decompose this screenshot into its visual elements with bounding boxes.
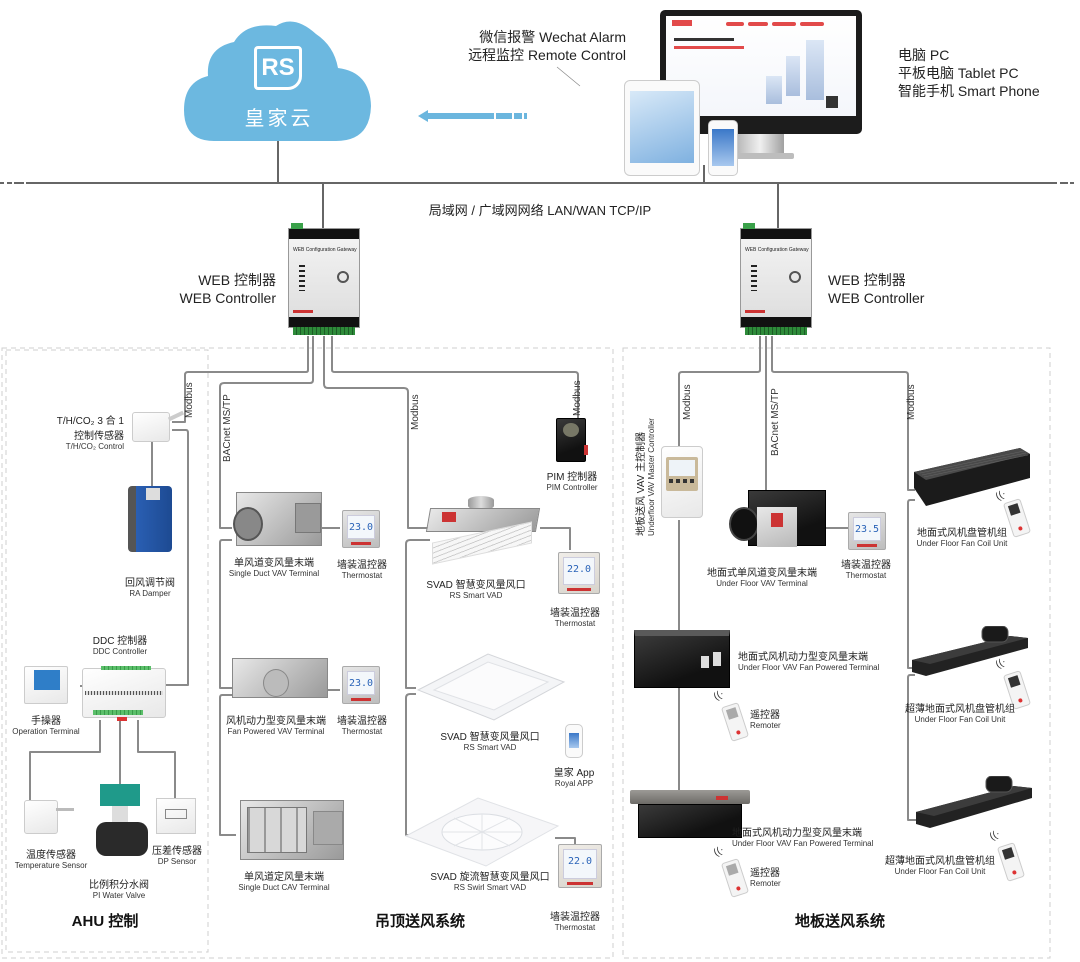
wifi-icon: ((·	[711, 688, 727, 703]
fan-powered-vav-label: 风机动力型变风量末端 Fan Powered VAV Terminal	[226, 716, 326, 736]
pi-water-valve	[96, 784, 148, 860]
ultra-thin-fcu-1-label: 超薄地面式风机盘管机组 Under Floor Fan Coil Unit	[905, 704, 1015, 724]
web-controller-right-label: WEB 控制器 WEB Controller	[828, 272, 925, 306]
ceiling-section-title: 吊顶送风系统	[374, 913, 465, 930]
pc-stand	[736, 134, 784, 154]
cloud-label: 皇家云	[244, 108, 314, 130]
cloud-shape	[184, 21, 371, 141]
remote-label: 微信报警 Wechat Alarm 远程监控 Remote Control	[468, 29, 626, 63]
protocol-modbus-ahu: Modbus	[184, 382, 195, 418]
underfloor-vav-terminal-label: 地面式单风道变风量末端 Under Floor VAV Terminal	[707, 568, 817, 588]
protocol-modbus-floor-left: Modbus	[682, 384, 693, 420]
network-label: 局域网 / 广域网网络 LAN/WAN TCP/IP	[428, 203, 652, 218]
underfloor-fan-powered-terminal-1	[634, 630, 730, 688]
sensor-probe	[167, 410, 185, 422]
tablet	[624, 80, 700, 176]
fan-powered-vav	[232, 658, 328, 698]
temperature-sensor-label: 温度传感器 Temperature Sensor	[14, 850, 88, 870]
underfloor-fcu-label: 地面式风机盘管机组 Under Floor Fan Coil Unit	[916, 528, 1008, 548]
svad-swirl-vad	[404, 796, 560, 868]
royal-app-label: 皇家 App Royal APP	[553, 768, 595, 788]
floor-section-title: 地板送风系统	[794, 913, 885, 930]
thermostat-4: 22.0	[558, 844, 602, 888]
wifi-icon: ((·	[711, 844, 727, 859]
dp-sensor-label: 压差传感器 DP Sensor	[152, 846, 202, 866]
remoter-2	[720, 858, 750, 898]
remoter-1	[720, 702, 750, 742]
ultra-thin-fcu-2	[914, 775, 1034, 836]
thermostat-2-label: 墙装温控器 Thermostat	[337, 716, 387, 736]
protocol-modbus-floor-right: Modbus	[906, 384, 917, 420]
royal-app-phone-icon	[565, 724, 583, 758]
thermostat-1: 23.0	[342, 510, 380, 548]
svad-1-label: SVAD 智慧变风量风口 RS Smart VAD	[426, 580, 526, 600]
pim-controller	[556, 418, 588, 462]
temp-probe	[56, 808, 74, 811]
smartphone	[708, 120, 738, 176]
single-duct-cav-label: 单风道定风量末端 Single Duct CAV Terminal	[238, 872, 330, 892]
underfloor-fan-powered-terminal-2	[630, 790, 750, 840]
ddc-controller-label: DDC 控制器 DDC Controller	[92, 636, 148, 656]
cloud: RS 皇家云	[184, 20, 374, 142]
underfloor-vav-master-controller	[661, 446, 703, 518]
dp-sensor	[156, 798, 196, 834]
uf-fan-powered-1-label: 地面式风机动力型变风量末端 Under Floor VAV Fan Powere…	[738, 652, 880, 672]
th-co2-sensor	[132, 412, 170, 442]
thermostat-2: 23.0	[342, 666, 380, 704]
data-flow-arrow	[418, 110, 528, 122]
floor-thermostat: 23.5	[848, 512, 886, 550]
underfloor-fan-coil-unit	[912, 448, 1032, 512]
svad-smart-vad-1	[425, 496, 542, 566]
web-controller-left: WEB Configuration Gateway	[288, 223, 360, 335]
ra-damper-label: 回风调节阀 RA Damper	[125, 578, 175, 598]
floor-thermostat-label: 墙装温控器 Thermostat	[841, 560, 891, 580]
protocol-modbus-pim: Modbus	[572, 380, 583, 416]
cloud-logo-icon: RS	[254, 46, 302, 90]
svad-2-label: SVAD 智慧变风量风口 RS Smart VAD	[440, 732, 540, 752]
master-controller-label: 地板送风 VAV 主控制器 Underfloor VAV Master Cont…	[636, 418, 656, 536]
remoter-2-label: 遥控器 Remoter	[750, 868, 781, 888]
ultra-thin-fcu-2-label: 超薄地面式风机盘管机组 Under Floor Fan Coil Unit	[885, 856, 995, 876]
operation-terminal-label: 手操器 Operation Terminal	[12, 716, 80, 736]
single-duct-cav	[240, 800, 344, 860]
thermostat-4-label: 墙装温控器 Thermostat	[550, 912, 600, 932]
arrow-head-icon	[418, 110, 428, 122]
pi-water-valve-label: 比例积分水阀 PI Water Valve	[89, 880, 149, 900]
thermostat-3: 22.0	[558, 552, 600, 594]
thermostat-1-label: 墙装温控器 Thermostat	[337, 560, 387, 580]
terminals-label: 电脑 PC 平板电脑 Tablet PC 智能手机 Smart Phone	[898, 47, 1040, 99]
ddc-controller	[82, 666, 166, 721]
temperature-sensor	[24, 800, 58, 834]
uf-fan-powered-2-label: 地面式风机动力型变风量末端 Under Floor VAV Fan Powere…	[732, 828, 874, 848]
web-controller-left-label: WEB 控制器 WEB Controller	[179, 272, 276, 306]
remoter-1-label: 遥控器 Remoter	[750, 710, 781, 730]
protocol-bacnet-floor: BACnet MS/TP	[770, 388, 781, 456]
web-controller-right: WEB Configuration Gateway	[740, 223, 812, 335]
th-co2-sensor-label: T/H/CO₂ 3 合 1 控制传感器 T/H/CO₂ Control	[56, 416, 124, 451]
svad-swirl-label: SVAD 旋流智慧变风量风口 RS Swirl Smart VAD	[430, 872, 550, 892]
single-duct-vav-label: 单风道变风量末端 Single Duct VAV Terminal	[228, 558, 320, 578]
ahu-section-title: AHU 控制	[71, 913, 139, 930]
protocol-modbus-ceiling: Modbus	[410, 394, 421, 430]
thermostat-3-label: 墙装温控器 Thermostat	[550, 608, 600, 628]
svad-smart-vad-2	[416, 652, 566, 722]
pim-controller-label: PIM 控制器 PIM Controller	[546, 472, 598, 492]
underfloor-vav-terminal	[729, 490, 826, 547]
pc-stand-base	[728, 153, 794, 159]
single-duct-vav	[233, 492, 322, 546]
ultra-thin-fcu-1	[910, 625, 1030, 684]
ra-damper	[128, 486, 172, 552]
operation-terminal	[24, 666, 68, 704]
protocol-bacnet-ceiling: BACnet MS/TP	[222, 394, 233, 462]
